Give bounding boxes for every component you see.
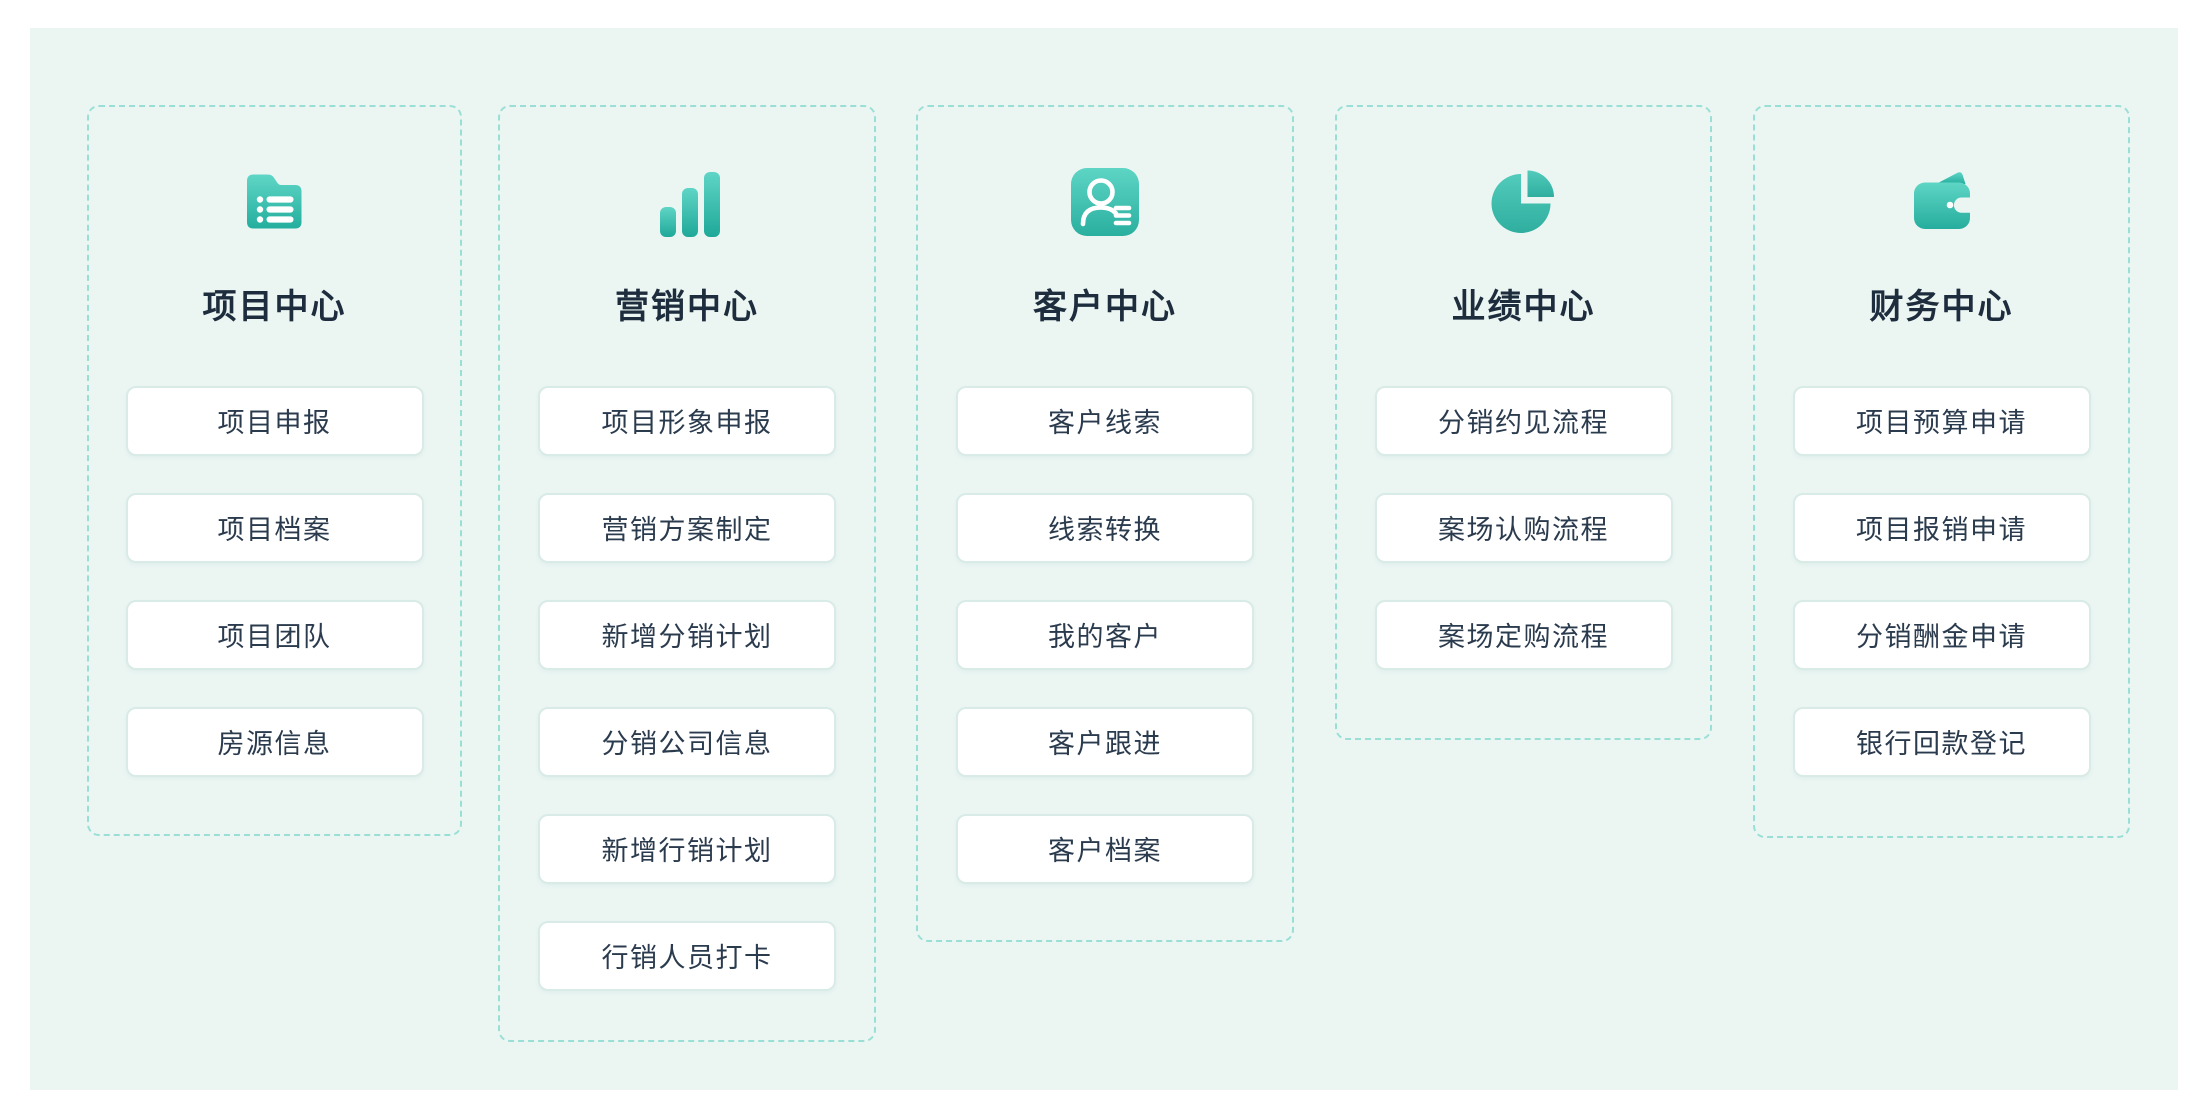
module-item[interactable]: 分销公司信息	[538, 706, 836, 777]
module-item[interactable]: 新增分销计划	[538, 599, 836, 670]
group-finance-center: 财务中心 项目预算申请项目报销申请分销酬金申请银行回款登记	[1753, 105, 2130, 838]
group-performance-center: 业绩中心 分销约见流程案场认购流程案场定购流程	[1335, 105, 1712, 740]
item-list: 项目申报项目档案项目团队房源信息	[125, 385, 424, 777]
item-list: 客户线索线索转换我的客户客户跟进客户档案	[956, 385, 1254, 884]
module-map-panel: 项目中心 项目申报项目档案项目团队房源信息 营销中心 项目形象申报营销方案制定新…	[30, 28, 2178, 1090]
item-list: 项目形象申报营销方案制定新增分销计划分销公司信息新增行销计划行销人员打卡	[538, 385, 836, 991]
item-list: 分销约见流程案场认购流程案场定购流程	[1374, 385, 1673, 670]
contact-card-icon	[1070, 167, 1140, 237]
module-item[interactable]: 项目形象申报	[538, 385, 836, 456]
wallet-icon	[1907, 167, 1977, 237]
module-item[interactable]: 项目报销申请	[1792, 492, 2091, 563]
module-item[interactable]: 银行回款登记	[1792, 706, 2091, 777]
module-item[interactable]: 房源信息	[125, 706, 424, 777]
module-item[interactable]: 案场认购流程	[1374, 492, 1673, 563]
group-customer-center: 客户中心 客户线索线索转换我的客户客户跟进客户档案	[916, 105, 1294, 942]
bar-chart-icon	[652, 167, 722, 237]
group-title: 业绩中心	[1451, 288, 1596, 326]
group-project-center: 项目中心 项目申报项目档案项目团队房源信息	[87, 105, 462, 836]
module-item[interactable]: 项目申报	[125, 385, 424, 456]
group-title: 项目中心	[202, 288, 347, 326]
module-item[interactable]: 分销酬金申请	[1792, 599, 2091, 670]
module-item[interactable]: 项目团队	[125, 599, 424, 670]
module-item[interactable]: 项目档案	[125, 492, 424, 563]
module-item[interactable]: 项目预算申请	[1792, 385, 2091, 456]
pie-chart-icon	[1489, 167, 1559, 237]
folder-list-icon	[240, 167, 310, 237]
module-item[interactable]: 分销约见流程	[1374, 385, 1673, 456]
module-item[interactable]: 客户跟进	[956, 706, 1254, 777]
module-item[interactable]: 我的客户	[956, 599, 1254, 670]
module-item[interactable]: 营销方案制定	[538, 492, 836, 563]
module-item[interactable]: 客户线索	[956, 385, 1254, 456]
item-list: 项目预算申请项目报销申请分销酬金申请银行回款登记	[1792, 385, 2091, 777]
module-item[interactable]: 线索转换	[956, 492, 1254, 563]
group-title: 财务中心	[1869, 288, 2014, 326]
module-item[interactable]: 新增行销计划	[538, 813, 836, 884]
group-marketing-center: 营销中心 项目形象申报营销方案制定新增分销计划分销公司信息新增行销计划行销人员打…	[498, 105, 876, 1042]
group-title: 营销中心	[615, 288, 759, 326]
module-item[interactable]: 行销人员打卡	[538, 920, 836, 991]
module-item[interactable]: 客户档案	[956, 813, 1254, 884]
group-title: 客户中心	[1033, 288, 1177, 326]
module-item[interactable]: 案场定购流程	[1374, 599, 1673, 670]
